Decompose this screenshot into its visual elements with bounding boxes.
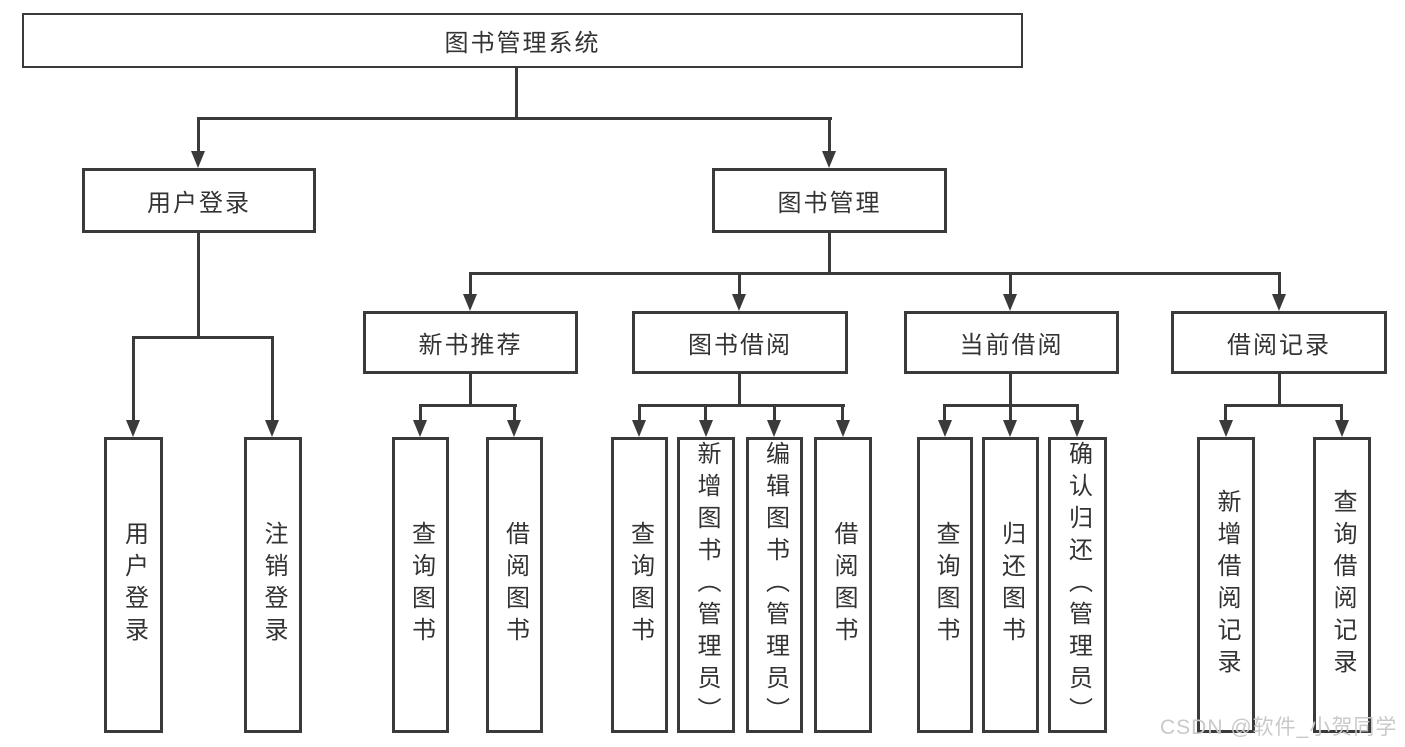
leaf-user-login: 用户登录: [104, 437, 163, 733]
node-user-login: 用户登录: [82, 168, 316, 233]
arrowhead-icon: [836, 420, 850, 437]
connector-line: [419, 404, 517, 407]
arrowhead-icon: [699, 420, 713, 437]
connector-line: [1340, 404, 1343, 421]
leaf-query-books-current: 查询图书: [917, 437, 973, 733]
node-current-borrowing: 当前借阅: [904, 311, 1119, 374]
connector-line: [1225, 404, 1343, 407]
leaf-query-books-recommend: 查询图书: [392, 437, 449, 733]
node-new-book-recommend: 新书推荐: [363, 311, 578, 374]
leaf-add-borrow-record: 新增借阅记录: [1197, 437, 1255, 733]
connector-line: [943, 404, 946, 421]
connector-line: [469, 373, 472, 406]
arrowhead-icon: [1272, 294, 1286, 311]
connector-line: [197, 117, 832, 120]
connector-line: [638, 404, 845, 407]
arrowhead-icon: [1335, 420, 1349, 437]
connector-line: [1009, 272, 1012, 295]
node-book-borrowing: 图书借阅: [632, 311, 848, 374]
leaf-borrow-books-borrowing: 借阅图书: [814, 437, 872, 733]
arrowhead-icon: [732, 294, 746, 311]
arrowhead-icon: [191, 151, 205, 168]
connector-line: [1278, 373, 1281, 406]
connector-line: [1224, 404, 1227, 421]
connector-line: [1009, 373, 1012, 406]
arrowhead-icon: [265, 420, 279, 437]
connector-line: [419, 404, 422, 421]
arrowhead-icon: [507, 420, 521, 437]
arrowhead-icon: [463, 294, 477, 311]
arrowhead-icon: [1219, 420, 1233, 437]
leaf-logout: 注销登录: [244, 437, 302, 733]
connector-line: [1009, 404, 1012, 421]
arrowhead-icon: [767, 420, 781, 437]
connector-line: [828, 233, 831, 274]
connector-line: [1278, 272, 1281, 295]
connector-line: [271, 336, 274, 421]
connector-line: [1076, 404, 1079, 421]
leaf-add-books-admin: 新增图书（管理员）: [677, 437, 735, 733]
leaf-borrow-books-recommend: 借阅图书: [486, 437, 543, 733]
connector-line: [738, 373, 741, 406]
node-borrowing-records: 借阅记录: [1171, 311, 1387, 374]
connector-line: [773, 404, 776, 421]
connector-line: [515, 66, 518, 118]
connector-line: [132, 336, 135, 421]
arrowhead-icon: [1003, 420, 1017, 437]
arrowhead-icon: [1003, 294, 1017, 311]
connector-line: [841, 404, 844, 421]
arrowhead-icon: [632, 420, 646, 437]
leaf-edit-books-admin: 编辑图书（管理员）: [746, 437, 803, 733]
arrowhead-icon: [822, 151, 836, 168]
connector-line: [738, 272, 741, 295]
arrowhead-icon: [1070, 420, 1084, 437]
arrowhead-icon: [413, 420, 427, 437]
connector-line: [828, 117, 831, 152]
connector-line: [469, 272, 1281, 275]
arrowhead-icon: [938, 420, 952, 437]
csdn-watermark: CSDN @软件_小贺同学: [1160, 716, 1398, 739]
connector-line: [704, 404, 707, 421]
connector-line: [197, 233, 200, 337]
connector-line: [469, 272, 472, 295]
leaf-return-books: 归还图书: [982, 437, 1039, 733]
connector-line: [513, 404, 516, 421]
connector-line: [638, 404, 641, 421]
leaf-query-borrow-record: 查询借阅记录: [1313, 437, 1371, 733]
connector-line: [132, 336, 274, 339]
leaf-confirm-return-admin: 确认归还（管理员）: [1048, 437, 1107, 733]
node-book-management: 图书管理: [712, 168, 947, 233]
connector-line: [197, 117, 200, 152]
node-library-management-system: 图书管理系统: [22, 13, 1023, 68]
leaf-query-books-borrowing: 查询图书: [611, 437, 668, 733]
arrowhead-icon: [126, 420, 140, 437]
